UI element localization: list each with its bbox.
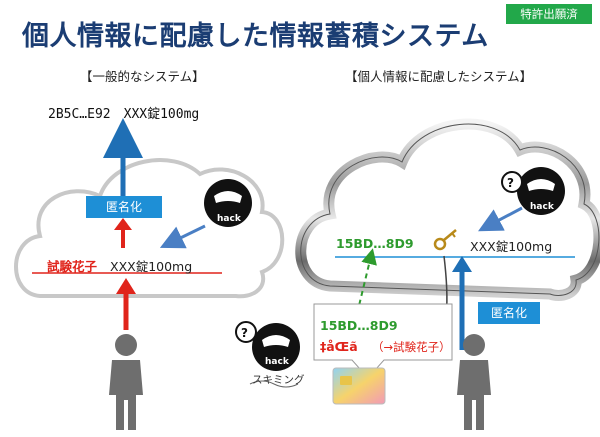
skimming-hacker-icon: hack ? bbox=[235, 321, 300, 371]
skimming-label: スキミング bbox=[252, 374, 305, 386]
left-record-name: 試験花子 bbox=[47, 259, 98, 274]
card-decoded-note: （→試験花子） bbox=[372, 340, 451, 354]
left-anonymize-box: 匿名化 bbox=[86, 196, 162, 218]
right-hacker-icon: hack ? bbox=[501, 167, 565, 215]
card-hash: 15BD…8D9 bbox=[320, 318, 398, 333]
left-output-hash: 2B5C…E92 XXX錠100mg bbox=[48, 107, 200, 122]
svg-text:?: ? bbox=[507, 176, 514, 190]
key-icon bbox=[433, 229, 457, 251]
svg-text:?: ? bbox=[241, 326, 248, 340]
patent-badge: 特許出願済 bbox=[506, 4, 592, 24]
right-cloud-drug: XXX錠100mg bbox=[470, 239, 553, 254]
left-hack-arrow bbox=[159, 224, 206, 249]
svg-text:hack: hack bbox=[265, 357, 290, 367]
right-cloud-hash: 15BD…8D9 bbox=[336, 236, 414, 251]
right-person-icon bbox=[457, 334, 491, 430]
card-garbled-name: ‡åŒã bbox=[320, 339, 358, 354]
ic-card-icon bbox=[332, 367, 386, 405]
skimming-wave bbox=[249, 380, 299, 388]
left-cloud bbox=[14, 158, 285, 299]
right-anonymize-box: 匿名化 bbox=[478, 302, 540, 324]
right-hack-arrow bbox=[478, 206, 523, 232]
left-person-icon bbox=[109, 334, 143, 430]
left-section-title: 【一般的なシステム】 bbox=[80, 69, 205, 84]
left-record-drug: XXX錠100mg bbox=[110, 259, 193, 274]
left-hacker-icon: hack bbox=[204, 179, 252, 227]
right-section-title: 【個人情報に配慮したシステム】 bbox=[345, 69, 533, 84]
svg-text:hack: hack bbox=[530, 202, 555, 212]
page-title: 個人情報に配慮した情報蓄積システム bbox=[22, 21, 489, 52]
left-hack-label: hack bbox=[217, 214, 242, 224]
